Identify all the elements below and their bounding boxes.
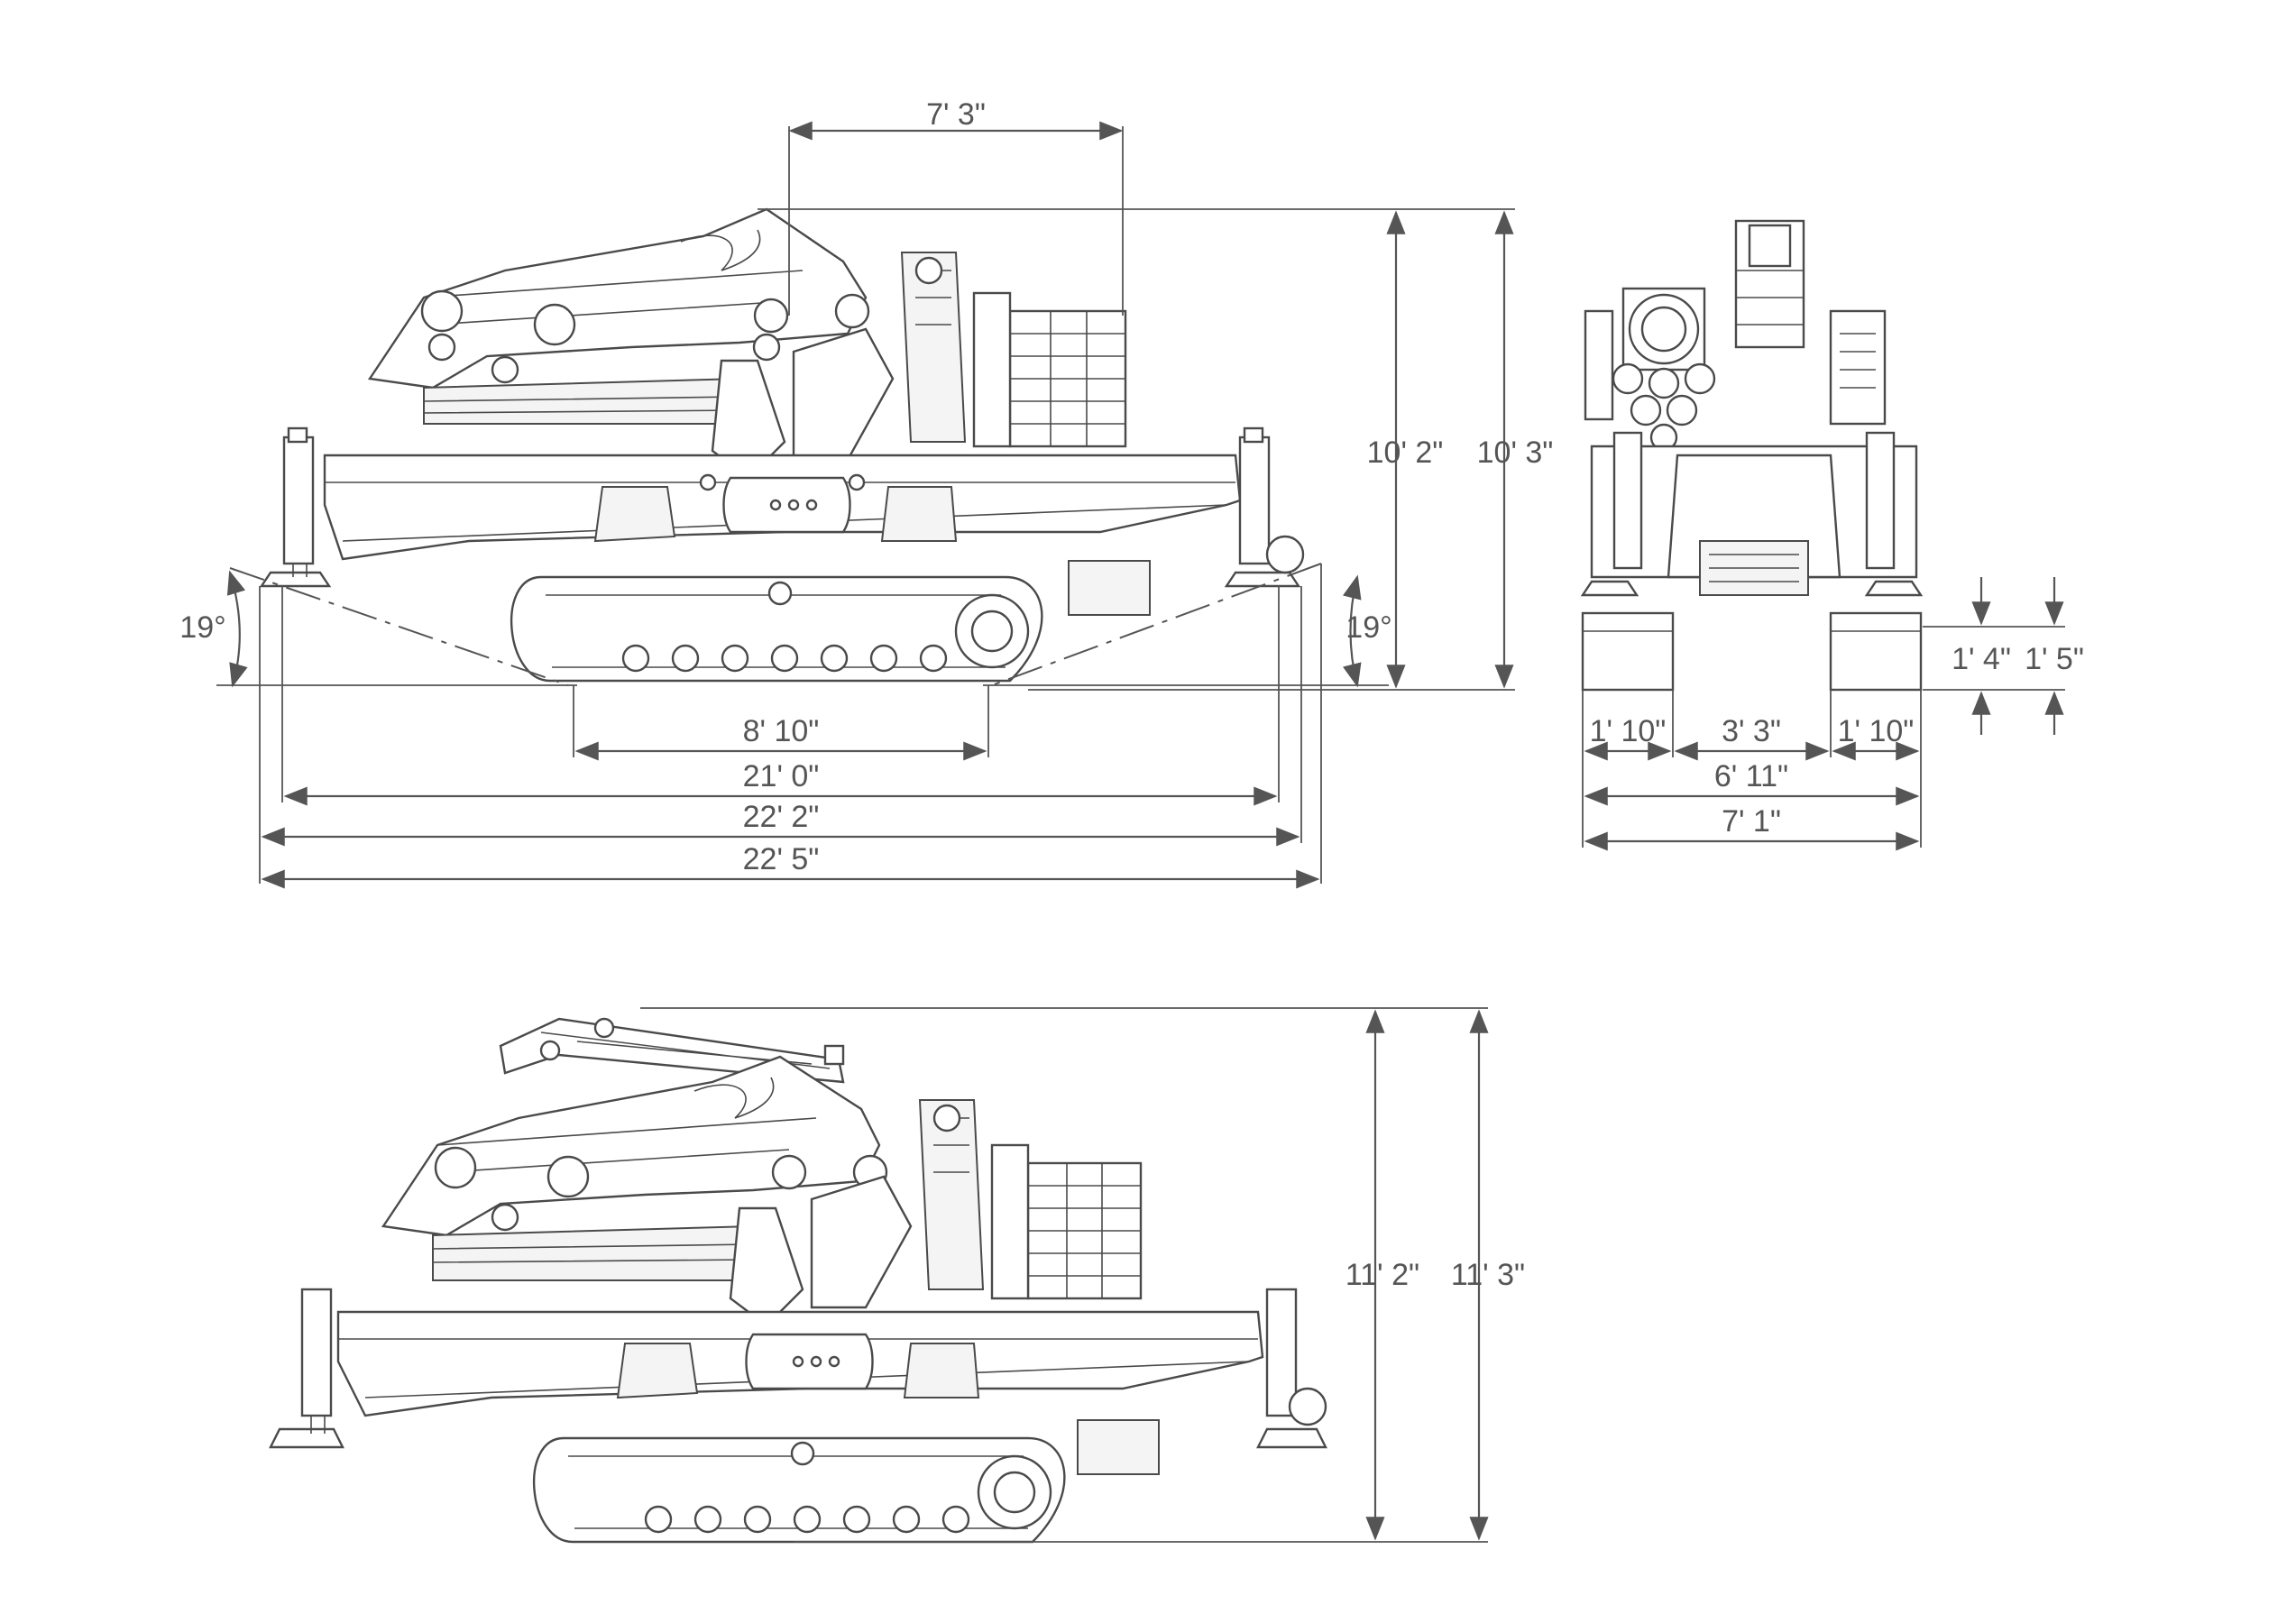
dim-ground-clearance-a: 1' 4" [1952,642,2011,676]
dim-height-outer-top: 10' 3" [1477,436,1554,470]
side-view-extended: 11' 2" 11' 3" [269,1007,1525,1544]
dim-height-inner-top: 10' 2" [1367,436,1444,470]
dim-cab-length: 7' 3" [926,97,986,132]
dim-center: 3' 3" [1722,714,1781,748]
dim-side-left: 1' 10" [1590,714,1667,748]
dim-overall-width: 7' 1" [1722,804,1781,839]
rear-view: 1' 4" 1' 5" 1' 10" 3' 3" 1' 10" 6' 11" 7… [1580,219,2084,851]
dim-height-outer-bottom: 11' 3" [1451,1258,1525,1292]
boom-assembly-top [367,207,870,425]
outrigger-left-bottom [269,1288,344,1449]
dim-height-inner-bottom: 11' 2" [1345,1258,1419,1292]
counterweight-bottom [990,1143,1143,1300]
track-rollers-bottom [644,1505,970,1534]
dim-angle-right: 19° [1345,610,1391,645]
crawler-track-top [510,560,1151,683]
outrigger-right-top [1224,426,1305,588]
chassis-top [323,454,1242,561]
outrigger-right-bottom [1256,1288,1327,1449]
dim-overall-length-a: 22' 2" [743,800,820,834]
outrigger-left-top [259,426,332,588]
chassis-bottom [336,1310,1264,1417]
column-top [711,252,967,480]
dim-side-right: 1' 10" [1838,714,1915,748]
track-rollers-top [621,644,948,673]
dim-angle-left: 19° [179,610,225,645]
counterweight-top [972,291,1127,448]
column-bottom [729,1099,985,1327]
boom-assembly-bottom [381,1055,888,1281]
dim-track-width: 6' 11" [1714,759,1788,793]
side-view-folded: 7' 3" 10' 2" 10' 3" 19° 19° 8' 10" 21' 0… [179,97,1554,889]
crawler-track-bottom [532,1419,1160,1544]
dim-track-length: 8' 10" [743,714,820,748]
dim-ground-clearance-b: 1' 5" [2025,642,2084,676]
dim-outrigger-span: 21' 0" [743,759,820,793]
rear-machine-body [1580,219,1924,692]
dim-overall-length-b: 22' 5" [743,842,820,876]
